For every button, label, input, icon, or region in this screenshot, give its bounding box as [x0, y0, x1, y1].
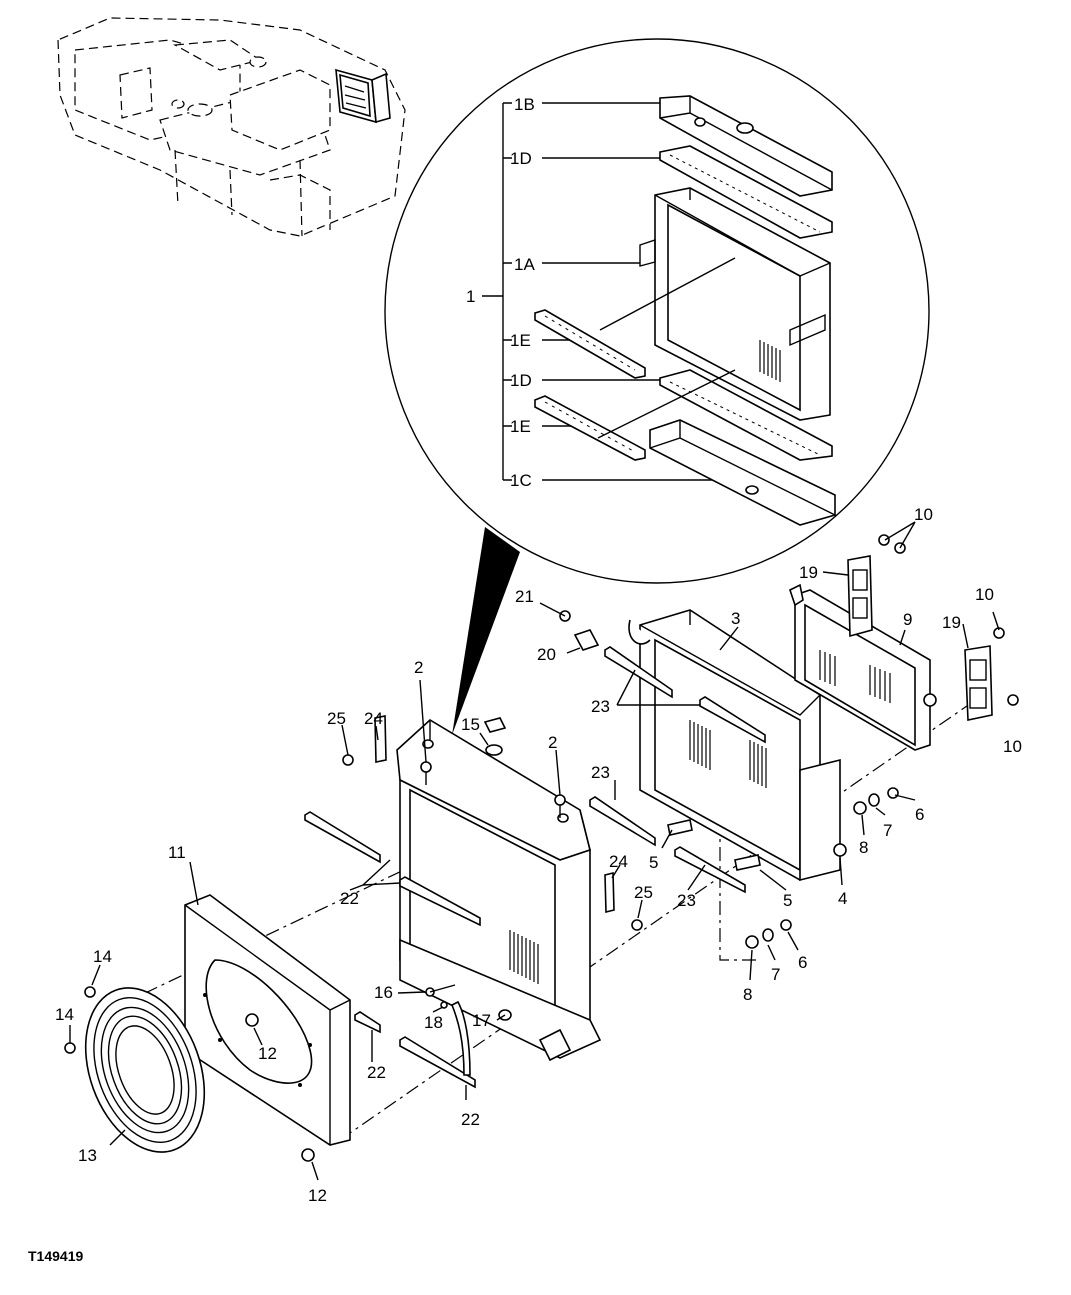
callout-9: 9 — [903, 610, 912, 629]
callout-6-b: 6 — [798, 953, 807, 972]
bar-23-d — [674, 846, 746, 894]
callout-17: 17 — [472, 1011, 491, 1030]
bar-22-b — [399, 876, 481, 927]
part-1E-support-upper — [534, 309, 646, 379]
callout-10-a: 10 — [914, 505, 933, 524]
callout-14-a: 14 — [93, 947, 112, 966]
callout-25-a: 25 — [327, 709, 346, 728]
callout-23-a: 23 — [591, 697, 610, 716]
callout-1B: 1B — [514, 95, 535, 114]
callout-25-b: 25 — [634, 883, 653, 902]
callout-4: 4 — [838, 889, 847, 908]
part-1E-support-lower — [534, 395, 646, 461]
callout-8-a: 8 — [859, 838, 868, 857]
fuel-cooler — [789, 583, 937, 751]
fan-shroud — [184, 894, 351, 1146]
callout-14-b: 14 — [55, 1005, 74, 1024]
callouts: 1B 1D 1A 1 1E 1D 1E 1C 10 19 21 10 3 19 … — [28, 95, 1022, 1264]
oil-cooler — [628, 609, 841, 882]
callout-20: 20 — [537, 645, 556, 664]
callout-1D-top: 1D — [510, 149, 532, 168]
callout-13: 13 — [78, 1146, 97, 1165]
plate-19-upper — [847, 555, 873, 638]
callout-1A: 1A — [514, 255, 535, 274]
callout-1D-bottom: 1D — [510, 371, 532, 390]
callout-10-b: 10 — [975, 585, 994, 604]
hardware — [64, 534, 1019, 1162]
callout-2-a: 2 — [414, 658, 423, 677]
bar-22-a — [304, 811, 381, 864]
callout-22-c: 22 — [461, 1110, 480, 1129]
callout-19-b: 19 — [942, 613, 961, 632]
callout-22-b: 22 — [367, 1063, 386, 1082]
figure-id: T149419 — [28, 1248, 83, 1264]
part-1D-gasket-top — [659, 145, 833, 239]
callout-5-b: 5 — [783, 891, 792, 910]
callout-23-b: 23 — [591, 763, 610, 782]
callout-12-a: 12 — [258, 1044, 277, 1063]
radiator-core-assembly — [396, 719, 602, 1062]
callout-21: 21 — [515, 587, 534, 606]
leader-lines — [69, 521, 1000, 1181]
callout-19-a: 19 — [799, 563, 818, 582]
plate-19-lower — [964, 645, 993, 721]
callout-22-a: 22 — [340, 889, 359, 908]
callout-24-a: 24 — [364, 709, 383, 728]
callout-18: 18 — [424, 1013, 443, 1032]
callout-5-a: 5 — [649, 853, 658, 872]
callout-7-b: 7 — [771, 965, 780, 984]
fan-guard — [84, 987, 206, 1153]
callout-3: 3 — [731, 609, 740, 628]
callout-1: 1 — [466, 287, 475, 306]
machine-overview — [57, 17, 406, 237]
callout-2-b: 2 — [548, 733, 557, 752]
part-1B-top-tank — [659, 95, 833, 197]
bar-22-c — [354, 1011, 381, 1034]
bar-22-d — [399, 1036, 476, 1089]
callout-15: 15 — [461, 715, 480, 734]
callout-11: 11 — [168, 843, 186, 862]
callout-8-b: 8 — [743, 985, 752, 1004]
part-1D-gasket-bottom — [659, 369, 833, 461]
callout-23-c: 23 — [677, 891, 696, 910]
part-1A-frame — [639, 187, 831, 421]
callout-1C: 1C — [510, 471, 532, 490]
callout-12-b: 12 — [308, 1186, 327, 1205]
callout-1E-bottom: 1E — [510, 417, 531, 436]
bar-23-a — [604, 646, 673, 699]
callout-16: 16 — [374, 983, 393, 1002]
main-assembly — [64, 521, 1019, 1181]
callout-10-c: 10 — [1003, 737, 1022, 756]
detail-circle — [384, 38, 930, 735]
bar-23-c — [589, 796, 656, 847]
callout-24-b: 24 — [609, 852, 628, 871]
callout-7-a: 7 — [883, 821, 892, 840]
part-1C-bottom-tank — [649, 419, 836, 526]
callout-6-a: 6 — [915, 805, 924, 824]
callout-1E-top: 1E — [510, 331, 531, 350]
